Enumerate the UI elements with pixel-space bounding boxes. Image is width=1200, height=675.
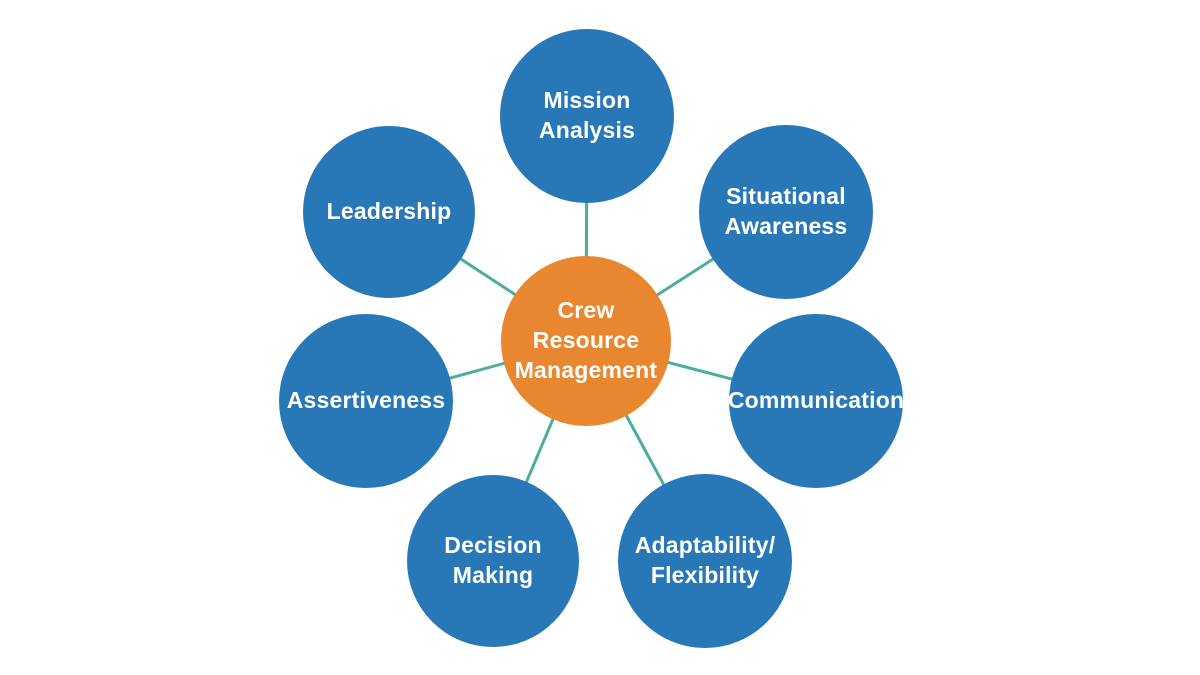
node-label: Leadership <box>326 198 452 225</box>
node-label: Mission <box>543 87 631 114</box>
center-label: Resource <box>532 327 640 354</box>
node-label: Decision <box>444 532 542 559</box>
node-label: Situational <box>726 183 846 210</box>
node-label: Adaptability/ <box>634 532 776 559</box>
node-label: Assertiveness <box>286 387 446 414</box>
center-label: Management <box>514 356 658 383</box>
node-assertiveness: Assertiveness <box>279 314 453 488</box>
node-situational-awareness: Situational Awareness <box>699 125 873 299</box>
node-label: Communication <box>727 387 905 414</box>
node-mission-analysis: Mission Analysis <box>500 29 674 203</box>
node-communication: Communication <box>727 314 905 488</box>
node-leadership: Leadership <box>303 126 475 298</box>
node-decision-making: Decision Making <box>407 475 579 647</box>
node-adaptability-flexibility: Adaptability/ Flexibility <box>618 474 792 648</box>
node-label: Making <box>452 562 534 588</box>
center-label: Crew <box>557 297 615 324</box>
node-crew-resource-management: Crew Resource Management <box>501 256 671 426</box>
node-label: Awareness <box>724 213 848 239</box>
node-label: Analysis <box>538 117 636 143</box>
node-label: Flexibility <box>650 562 760 588</box>
